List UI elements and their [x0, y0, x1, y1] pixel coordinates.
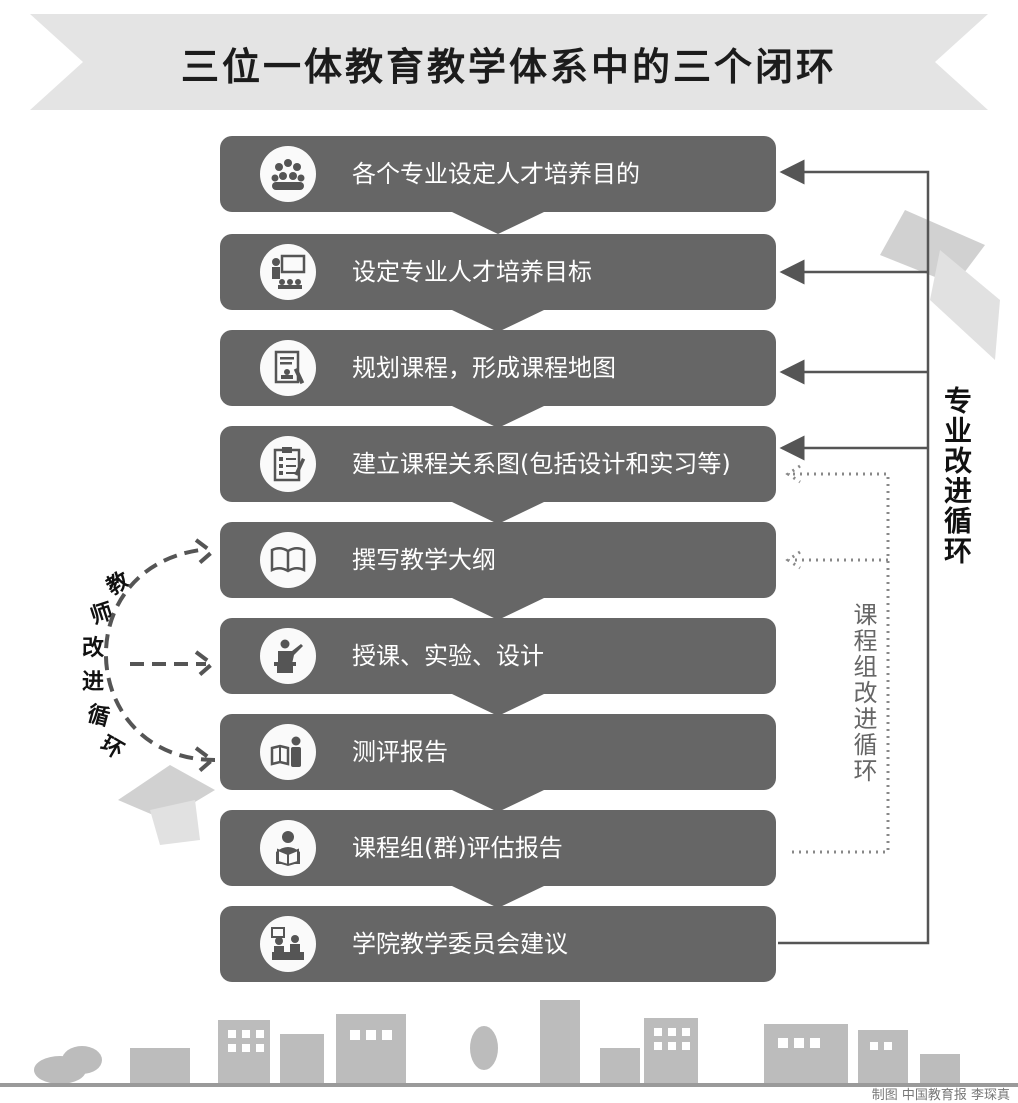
step-label: 测评报告: [352, 738, 448, 766]
step-connector-arrow: [452, 406, 544, 428]
teacher-loop-label-char: 改: [82, 636, 105, 661]
person-reading-icon: [260, 820, 316, 876]
campus-skyline-illustration: [0, 1000, 1018, 1087]
step-label: 规划课程，形成课程地图: [352, 354, 616, 382]
teacher-loop-label-char: 进: [82, 670, 105, 695]
step-box: 设定专业人才培养目标: [220, 234, 776, 310]
committee-meeting-icon: [260, 916, 316, 972]
title-banner: [30, 14, 988, 110]
open-book-icon: [260, 532, 316, 588]
teacher-lecturing-icon: [260, 628, 316, 684]
document-map-icon: [260, 340, 316, 396]
presentation-board-icon: [260, 244, 316, 300]
step-label: 建立课程关系图(包括设计和实习等): [352, 450, 731, 478]
course-group-loop-lines: [785, 464, 890, 854]
major-improvement-loop-lines: [778, 159, 930, 945]
step-label: 课程组(群)评估报告: [352, 834, 563, 862]
step-label: 授课、实验、设计: [352, 642, 544, 670]
step-box: 撰写教学大纲: [220, 522, 776, 598]
step-box: 建立课程关系图(包括设计和实习等): [220, 426, 776, 502]
step-label: 撰写教学大纲: [352, 546, 496, 574]
step-connector-arrow: [452, 212, 544, 234]
people-group-icon: [260, 146, 316, 202]
step-box: 各个专业设定人才培养目的: [220, 136, 776, 212]
step-connector-arrow: [452, 790, 544, 812]
step-connector-arrow: [452, 598, 544, 620]
step-label: 各个专业设定人才培养目的: [352, 160, 640, 188]
step-connector-arrow: [452, 694, 544, 716]
step-connector-arrow: [452, 502, 544, 524]
step-box: 学院教学委员会建议: [220, 906, 776, 982]
graduation-cap-icon: [880, 210, 1000, 360]
step-label: 学院教学委员会建议: [352, 930, 568, 958]
step-box: 课程组(群)评估报告: [220, 810, 776, 886]
reader-with-book-icon: [260, 724, 316, 780]
course-group-loop-label: 课程组改进循环: [846, 598, 881, 788]
graduation-cap-icon: [118, 765, 215, 845]
clipboard-checklist-icon: [260, 436, 316, 492]
step-box: 测评报告: [220, 714, 776, 790]
step-box: 授课、实验、设计: [220, 618, 776, 694]
page-title: 三位一体教育教学体系中的三个闭环: [180, 44, 837, 89]
major-improvement-loop-label: 专业改进循环: [940, 386, 973, 566]
step-connector-arrow: [452, 310, 544, 332]
step-box: 规划课程，形成课程地图: [220, 330, 776, 406]
step-connector-arrow: [452, 886, 544, 908]
step-label: 设定专业人才培养目标: [352, 258, 592, 286]
teacher-loop-lines: [104, 538, 216, 776]
